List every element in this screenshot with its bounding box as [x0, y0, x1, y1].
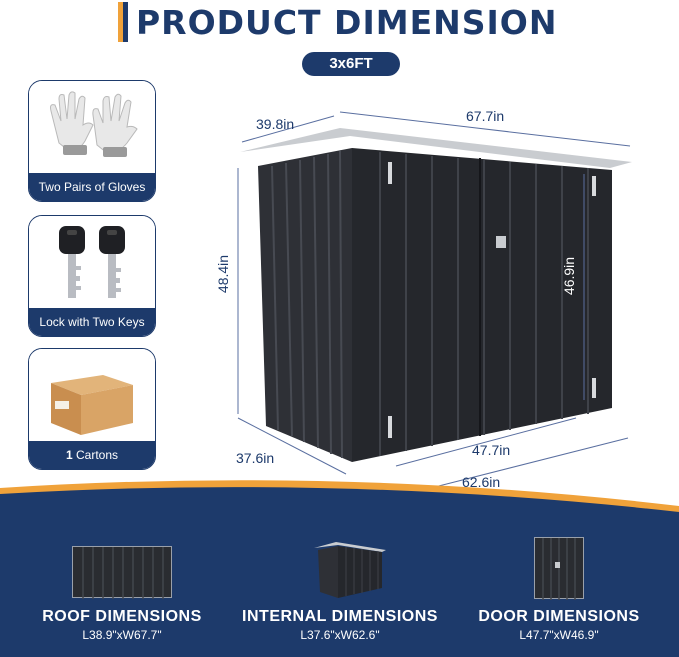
internal-dimensions-block: INTERNAL DIMENSIONS L37.6"xW62.6": [238, 608, 442, 642]
dim-door-height: 46.9in: [561, 256, 578, 296]
roof-dimensions-value: L38.9"xW67.7": [82, 628, 162, 642]
accessory-label-keys: Lock with Two Keys: [29, 308, 155, 336]
internal-dimensions-title: INTERNAL DIMENSIONS: [242, 608, 438, 625]
door-dimensions-title: DOOR DIMENSIONS: [478, 608, 640, 625]
dim-height: 48.4in: [215, 254, 232, 294]
roof-thumbnail: [72, 546, 172, 599]
dim-roof-depth: 39.8in: [256, 116, 295, 132]
accessory-label-gloves: Two Pairs of Gloves: [29, 173, 155, 201]
dim-base-depth: 37.6in: [236, 450, 275, 466]
dim-base-width: 62.6in: [462, 474, 501, 490]
door-dimensions-block: DOOR DIMENSIONS L47.7"xW46.9": [474, 608, 644, 642]
door-dimensions-value: L47.7"xW46.9": [519, 628, 599, 642]
accessory-label-carton: 1 Cartons: [29, 441, 155, 469]
accessory-card-carton: 1 Cartons: [28, 348, 156, 470]
title-accent-bar: [118, 2, 128, 42]
size-badge: 3x6FT: [302, 52, 400, 76]
title-block: PRODUCT DIMENSION: [118, 2, 557, 42]
accessory-card-gloves: Two Pairs of Gloves: [28, 80, 156, 202]
internal-thumbnail: [312, 540, 388, 600]
internal-dimensions-value: L37.6"xW62.6": [300, 628, 380, 642]
accessory-card-keys: Lock with Two Keys: [28, 215, 156, 337]
door-thumbnail: [534, 537, 584, 600]
carton-icon: [29, 349, 155, 441]
shed-drawing: [237, 111, 632, 509]
shed-illustration: 39.8in 67.7in 48.4in 46.9in 37.6in 47.7i…: [200, 90, 660, 510]
keys-icon: [29, 216, 155, 308]
roof-dimensions-title: ROOF DIMENSIONS: [42, 608, 202, 625]
gloves-icon: [29, 81, 155, 173]
dim-roof-width: 67.7in: [466, 108, 505, 124]
page-title: PRODUCT DIMENSION: [136, 2, 558, 42]
roof-dimensions-block: ROOF DIMENSIONS L38.9"xW67.7": [38, 608, 206, 642]
dim-door-width: 47.7in: [472, 442, 511, 458]
